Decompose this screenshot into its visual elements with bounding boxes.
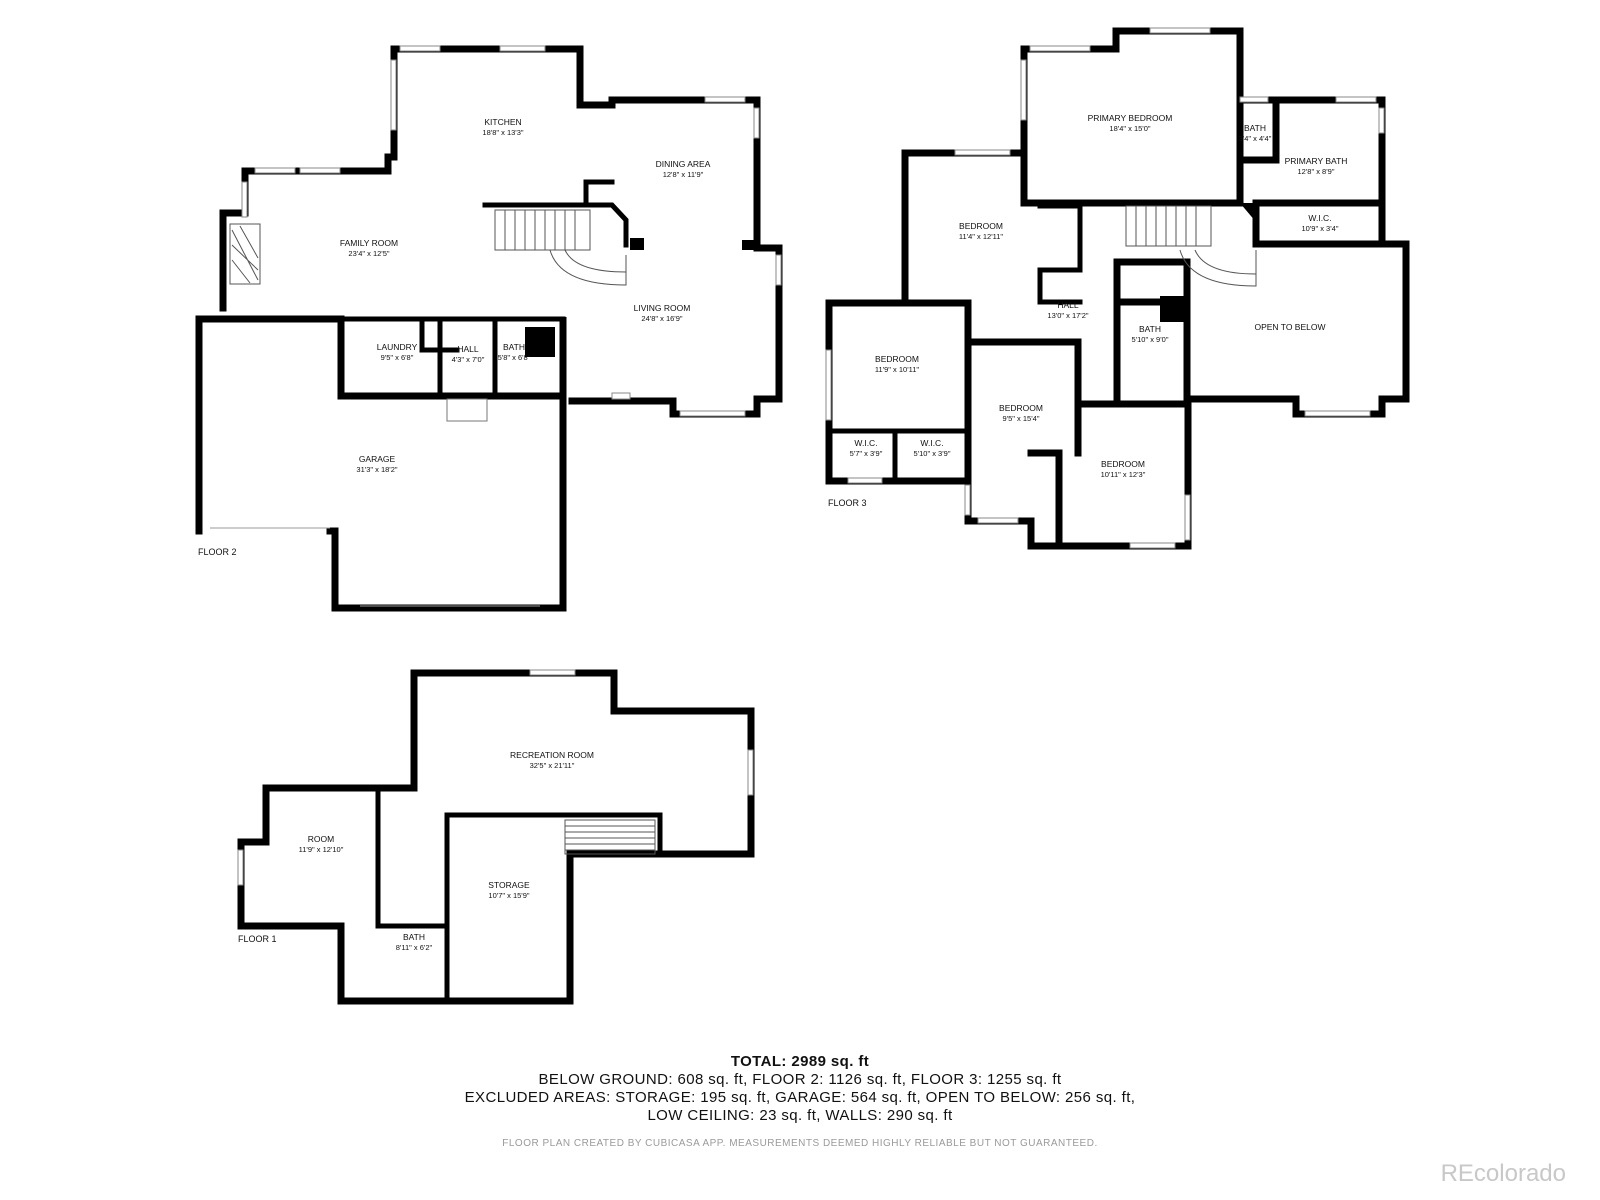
room-name: RECREATION ROOM	[510, 750, 594, 760]
room-dimensions: 4'3" x 7'0"	[452, 355, 485, 364]
room-dimensions: 23'4" x 12'5"	[348, 249, 389, 258]
room-name: PRIMARY BEDROOM	[1088, 113, 1173, 123]
room-name: BEDROOM	[959, 221, 1003, 231]
total-area: TOTAL: 2989 sq. ft	[730, 1053, 870, 1070]
room-name: BATH	[1244, 123, 1266, 133]
room-dimensions: 5'7" x 3'9"	[850, 449, 883, 458]
room-name: HALL	[457, 344, 479, 354]
room-name: W.I.C.	[920, 438, 943, 448]
room-dimensions: 18'8" x 13'3"	[482, 128, 523, 137]
room-dimensions: 24'8" x 16'9"	[641, 314, 682, 323]
brand-logo: REcolorado	[1440, 1160, 1566, 1187]
room-dimensions: 10'9" x 3'4"	[1302, 224, 1339, 233]
room-name: FAMILY ROOM	[340, 238, 398, 248]
floor-labels: FLOOR 2 FLOOR 3 FLOOR 1	[198, 498, 867, 944]
room-name: GARAGE	[359, 454, 396, 464]
room-dimensions: 9'5" x 6'8"	[381, 353, 414, 362]
room-dimensions: 11'9" x 10'11"	[875, 365, 920, 374]
room-dimensions: 10'7" x 15'9"	[488, 891, 529, 900]
room-name: BEDROOM	[999, 403, 1043, 413]
floor-3-plan	[825, 27, 1410, 550]
room-name: BEDROOM	[875, 354, 919, 364]
room-dimensions: 8'11" x 6'2"	[396, 943, 433, 952]
room-name: ROOM	[308, 834, 334, 844]
room-label: OPEN TO BELOW	[1254, 322, 1325, 332]
room-name: BEDROOM	[1101, 459, 1145, 469]
floor-label: FLOOR 1	[238, 934, 277, 944]
excluded-areas-cont: LOW CEILING: 23 sq. ft, WALLS: 290 sq. f…	[647, 1107, 953, 1124]
room-name: HALL	[1057, 300, 1079, 310]
room-dimensions: 5'10" x 9'0"	[1132, 335, 1169, 344]
room-dimensions: 3'4" x 4'4"	[1239, 134, 1272, 143]
room-dimensions: 9'5" x 15'4"	[1003, 414, 1040, 423]
room-name: W.I.C.	[1308, 213, 1331, 223]
area-breakdown: BELOW GROUND: 608 sq. ft, FLOOR 2: 1126 …	[538, 1071, 1062, 1088]
disclaimer: FLOOR PLAN CREATED BY CUBICASA APP. MEAS…	[502, 1138, 1098, 1149]
room-dimensions: 5'10" x 3'9"	[914, 449, 951, 458]
floor-label: FLOOR 3	[828, 498, 867, 508]
room-dimensions: 32'5" x 21'11"	[530, 761, 575, 770]
room-name: OPEN TO BELOW	[1254, 322, 1325, 332]
room-name: BATH	[1139, 324, 1161, 334]
room-dimensions: 31'3" x 18'2"	[356, 465, 397, 474]
chimney-block	[525, 327, 555, 357]
room-name: PRIMARY BATH	[1285, 156, 1348, 166]
floor-1-plan	[237, 669, 755, 1005]
room-name: LAUNDRY	[377, 342, 418, 352]
area-summary: TOTAL: 2989 sq. ft BELOW GROUND: 608 sq.…	[0, 1053, 1600, 1125]
room-dimensions: 10'11" x 12'3"	[1101, 470, 1146, 479]
room-label: W.I.C.10'9" x 3'4"	[1302, 213, 1339, 233]
room-dimensions: 18'4" x 15'0"	[1109, 124, 1150, 133]
excluded-areas: EXCLUDED AREAS: STORAGE: 195 sq. ft, GAR…	[464, 1089, 1136, 1106]
room-label: W.I.C.5'10" x 3'9"	[914, 438, 951, 458]
room-dimensions: 12'8" x 8'9"	[1298, 167, 1335, 176]
room-name: LIVING ROOM	[634, 303, 691, 313]
room-dimensions: 12'8" x 11'9"	[663, 170, 704, 179]
room-label: W.I.C.5'7" x 3'9"	[850, 438, 883, 458]
floor-label: FLOOR 2	[198, 547, 237, 557]
room-name: STORAGE	[488, 880, 530, 890]
room-dimensions: 11'9" x 12'10"	[299, 845, 344, 854]
room-name: W.I.C.	[854, 438, 877, 448]
room-name: BATH	[403, 932, 425, 942]
room-dimensions: 5'8" x 6'8"	[498, 353, 531, 362]
floor-2-plan	[195, 45, 783, 612]
room-name: BATH	[503, 342, 525, 352]
room-name: DINING AREA	[656, 159, 711, 169]
room-dimensions: 11'4" x 12'11"	[959, 232, 1004, 241]
room-name: KITCHEN	[484, 117, 521, 127]
room-dimensions: 13'0" x 17'2"	[1047, 311, 1088, 320]
